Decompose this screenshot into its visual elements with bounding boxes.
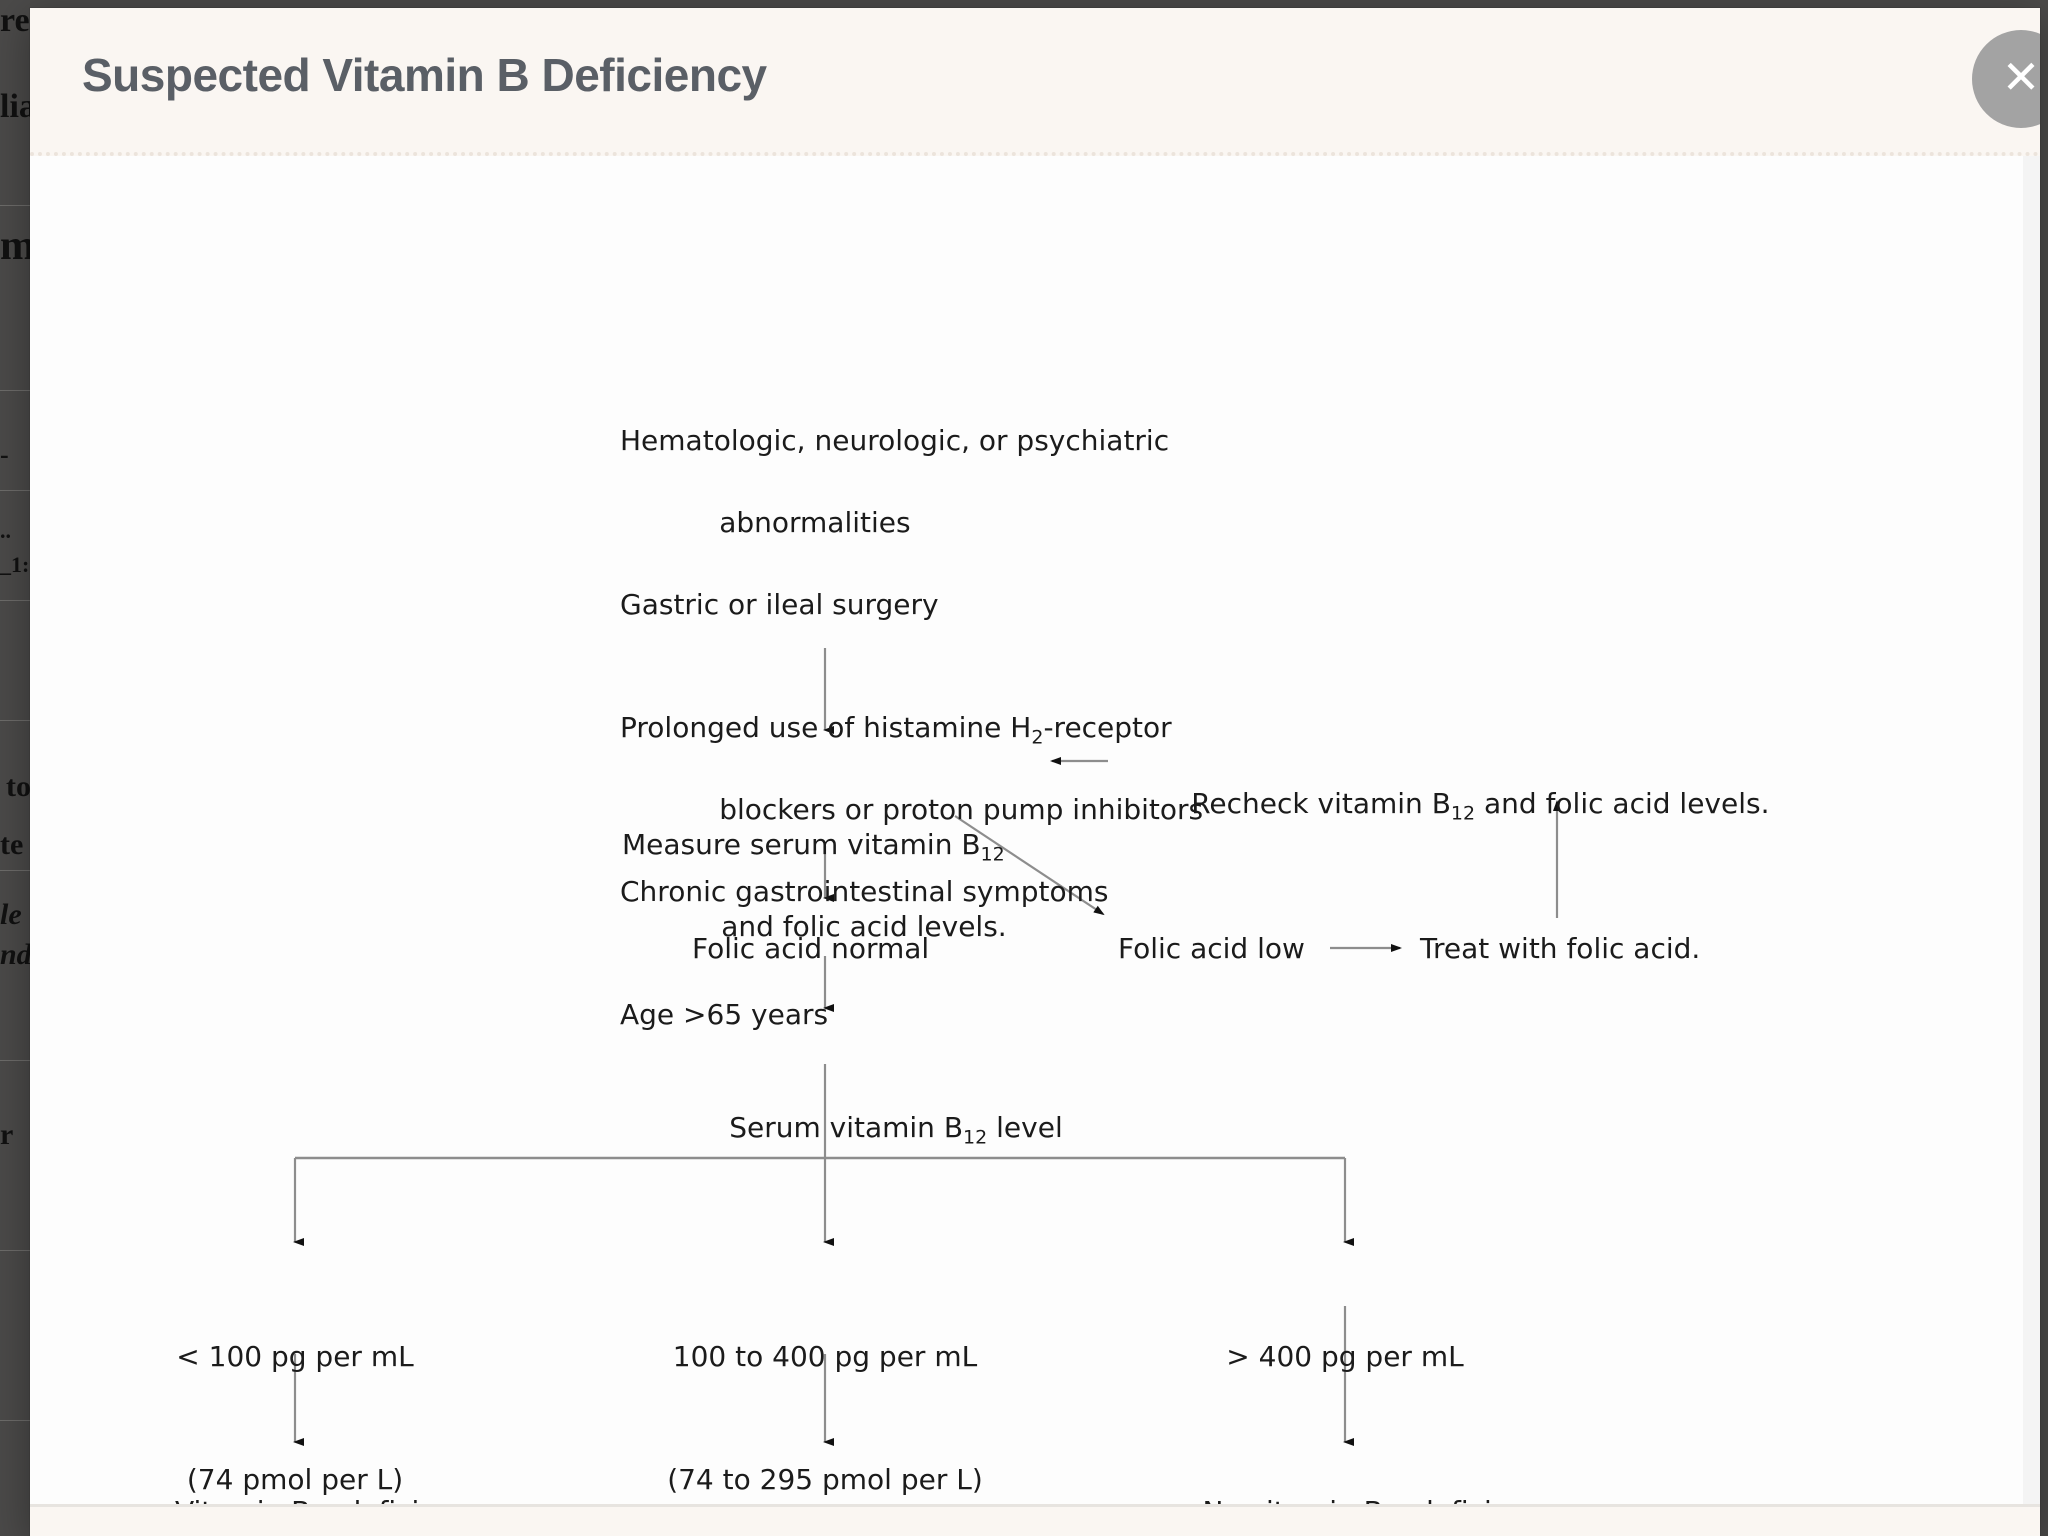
branch-high-line-1: > 400 pg per mL bbox=[1226, 1340, 1464, 1373]
branch-low-line-2: (74 pmol per L) bbox=[186, 1463, 404, 1496]
background-text-fragment-6: to bbox=[6, 770, 31, 803]
modal-footer bbox=[30, 1507, 2040, 1536]
node-branch-under-100: < 100 pg per mL (74 pmol per L) bbox=[95, 1254, 495, 1504]
risk-line-4-subscript: 2 bbox=[1031, 726, 1044, 749]
node-folic-acid-low: Folic acid low bbox=[1118, 932, 1305, 965]
serum-subscript: 12 bbox=[963, 1126, 988, 1149]
background-text-fragment-10: r bbox=[0, 1118, 14, 1151]
branch-mid-line-1: 100 to 400 pg per mL bbox=[672, 1340, 978, 1373]
serum-text: Serum vitamin B bbox=[729, 1111, 964, 1144]
background-text-fragment-9: nd bbox=[0, 938, 32, 971]
measure-text: Measure serum vitamin B bbox=[622, 828, 981, 861]
background-text-fragment-2: m bbox=[0, 223, 35, 269]
measure-subscript: 12 bbox=[980, 843, 1005, 866]
background-text-fragment-5: _1: bbox=[0, 552, 30, 577]
serum-text-tail: level bbox=[987, 1111, 1063, 1144]
risk-line-7: Age >65 years bbox=[620, 998, 829, 1031]
close-icon: ✕ bbox=[2001, 50, 2040, 104]
close-button[interactable]: ✕ bbox=[1972, 30, 2040, 128]
flowchart-figure: Hematologic, neurologic, or psychiatric … bbox=[30, 156, 2040, 1504]
risk-line-1: Hematologic, neurologic, or psychiatric bbox=[620, 424, 1170, 457]
node-outcome-no-b12-deficiency: No vitamin B12 deficiency bbox=[1120, 1450, 1570, 1504]
node-recheck: Recheck vitamin B12 and folic acid level… bbox=[1120, 742, 1770, 865]
background-text-fragment-7: te bbox=[0, 828, 24, 861]
measure-line-2: and folic acid levels. bbox=[721, 910, 1007, 943]
risk-line-6: Chronic gastrointestinal symptoms bbox=[620, 875, 1109, 908]
recheck-subscript: 12 bbox=[1450, 802, 1476, 825]
risk-line-5: blockers or proton pump inhibitors bbox=[719, 793, 1204, 826]
background-text-fragment-4: .. bbox=[0, 518, 11, 543]
node-risk-factors: Hematologic, neurologic, or psychiatric … bbox=[620, 338, 1203, 1117]
modal-footer-divider bbox=[30, 1504, 2040, 1507]
figure-modal-dialog: Suspected Vitamin B Deficiency ✕ bbox=[30, 8, 2040, 1536]
measure-line-1: Measure serum vitamin B12 bbox=[622, 824, 1007, 865]
outcome-low-text-tail: deficiency bbox=[335, 1495, 486, 1504]
node-treat-with-folic-acid: Treat with folic acid. bbox=[1420, 932, 1701, 965]
node-outcome-b12-deficiency: Vitamin B12 deficiency bbox=[70, 1450, 520, 1504]
recheck-text-tail: and folic acid levels. bbox=[1475, 787, 1770, 820]
node-outcome-check-mma: Check serum methylmalonic acid and homoc… bbox=[585, 1450, 1109, 1504]
outcome-high-text: No vitamin B bbox=[1202, 1495, 1382, 1504]
branch-low-line-1: < 100 pg per mL bbox=[176, 1340, 414, 1373]
modal-scroll-body[interactable]: Hematologic, neurologic, or psychiatric … bbox=[30, 156, 2040, 1504]
background-text-fragment-3: - bbox=[0, 440, 9, 469]
page-title: Suspected Vitamin B Deficiency bbox=[82, 49, 767, 101]
risk-line-3: Gastric or ileal surgery bbox=[620, 588, 939, 621]
risk-line-2: abnormalities bbox=[719, 506, 911, 539]
risk-line-4c: -receptor bbox=[1043, 711, 1172, 744]
background-text-fragment-8: le bbox=[0, 898, 22, 931]
outcome-high-text-tail: deficiency bbox=[1407, 1495, 1559, 1504]
node-branch-100-to-400: 100 to 400 pg per mL (74 to 295 pmol per… bbox=[590, 1254, 1060, 1504]
node-branch-over-400: > 400 pg per mL bbox=[1145, 1254, 1545, 1459]
risk-line-4: Prolonged use of histamine H2-receptor bbox=[620, 707, 1203, 748]
background-text-fragment-1: lia bbox=[0, 88, 36, 125]
vertical-scrollbar-track[interactable] bbox=[2023, 156, 2040, 1504]
node-serum-b12-level: Serum vitamin B12 level bbox=[658, 1066, 1063, 1189]
modal-header: Suspected Vitamin B Deficiency ✕ bbox=[30, 8, 2040, 156]
recheck-text: Recheck vitamin B bbox=[1191, 787, 1451, 820]
branch-mid-line-2: (74 to 295 pmol per L) bbox=[667, 1463, 983, 1496]
risk-line-4a: Prolonged use of histamine H bbox=[620, 711, 1032, 744]
node-folic-acid-normal: Folic acid normal bbox=[692, 932, 930, 965]
node-measure-serum: Measure serum vitamin B12 and folic acid… bbox=[622, 742, 1007, 988]
outcome-low-text: Vitamin B bbox=[175, 1495, 310, 1504]
